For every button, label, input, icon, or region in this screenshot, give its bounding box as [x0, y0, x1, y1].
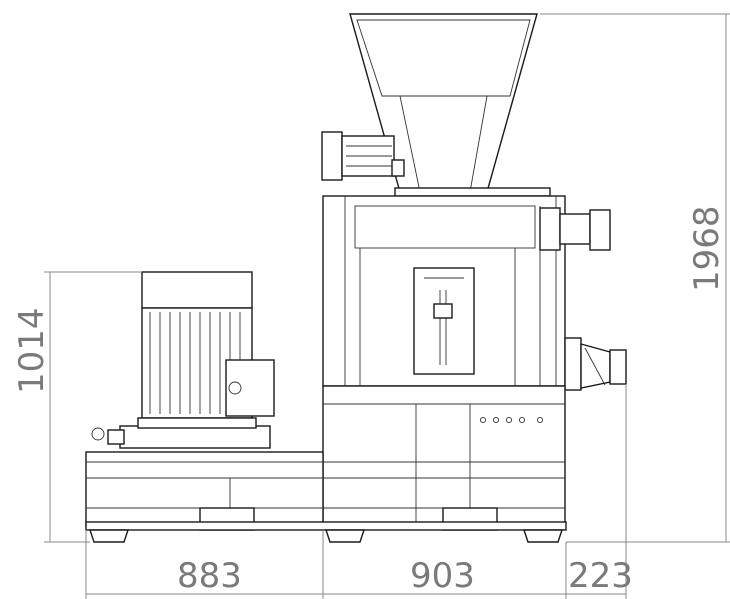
dimension-883: 883	[177, 556, 242, 596]
dimension-223: 223	[568, 556, 633, 596]
machine-base-cabinet	[322, 385, 566, 527]
dimension-903: 903	[410, 556, 475, 596]
dimension-lines	[44, 13, 730, 599]
dimension-1014: 1014	[12, 307, 52, 394]
control-buttons	[479, 416, 544, 424]
discharge-outlet	[564, 337, 627, 391]
top-drive-motor	[321, 131, 405, 181]
main-drive-motor	[91, 271, 275, 449]
cutting-chamber-housing	[322, 187, 611, 387]
leveling-feet	[89, 529, 563, 543]
motor-base-frame	[85, 451, 567, 531]
dimension-1968: 1968	[687, 205, 727, 292]
